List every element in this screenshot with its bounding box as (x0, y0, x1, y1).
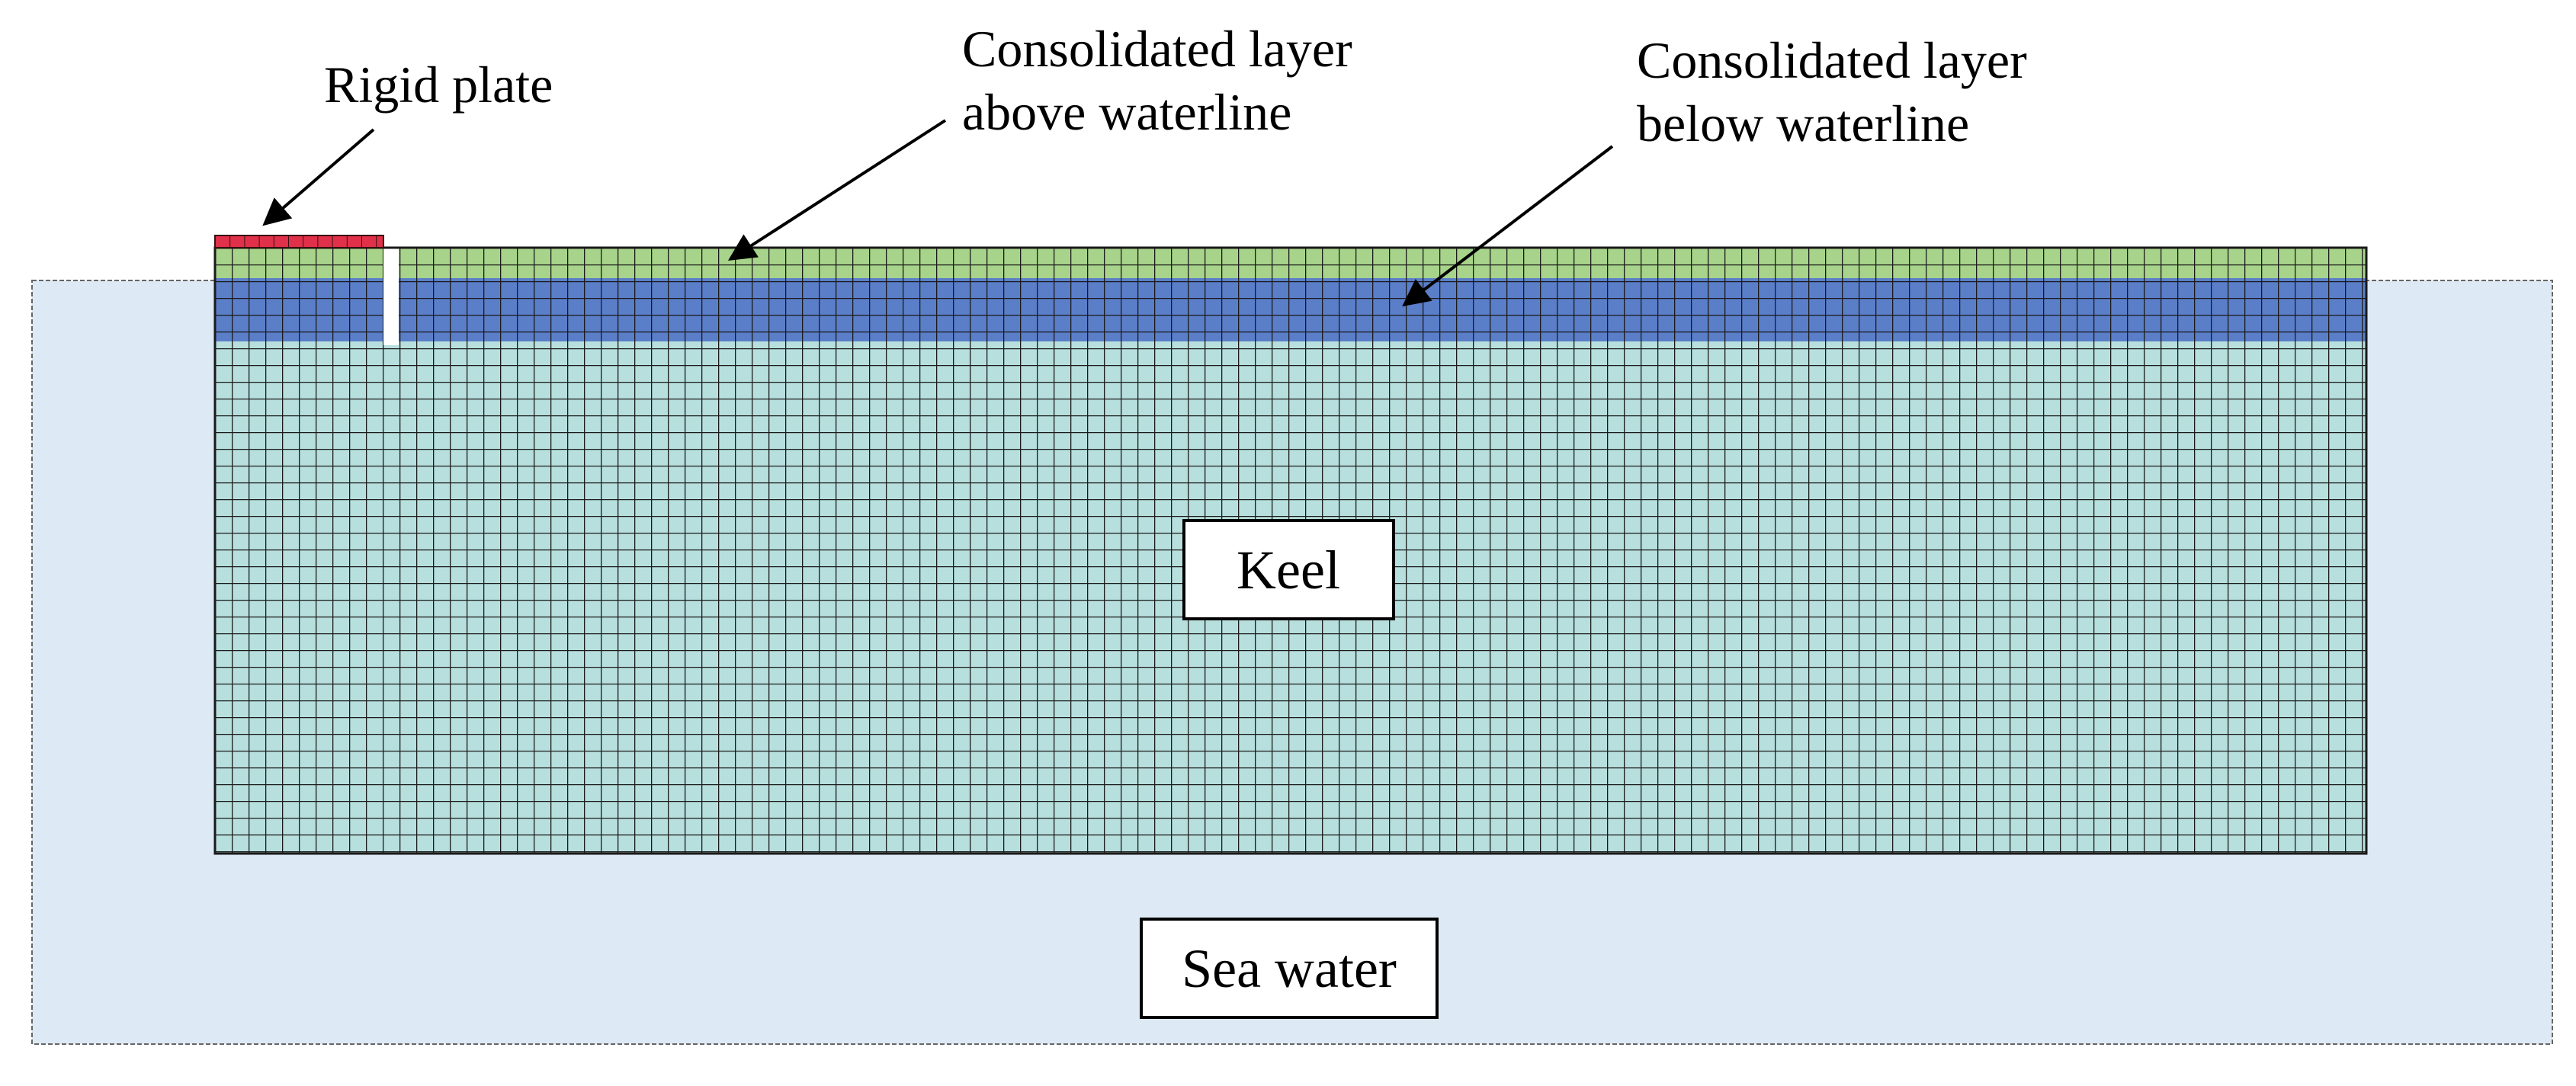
sea-water-label-box (1140, 918, 1439, 1019)
rigid-plate-arrow (262, 128, 375, 226)
below-waterline-label-line1: Consolidated layer (1637, 31, 2027, 89)
sea-water-label: Sea water (1182, 938, 1397, 999)
cut-gap (383, 248, 399, 345)
above-waterline-arrow (727, 119, 947, 261)
body-outline (213, 246, 2368, 855)
keel-label: Keel (1237, 540, 1340, 601)
below-waterline-label-line2: below waterline (1637, 95, 1969, 152)
above-waterline-label-line1: Consolidated layer (962, 20, 1352, 78)
rigid-plate-label: Rigid plate (324, 56, 553, 114)
below-waterline-arrow (1402, 145, 1614, 307)
above-waterline-label-line2: above waterline (962, 83, 1291, 141)
rigid-plate-cells (215, 235, 383, 248)
keel-label-box (1182, 519, 1395, 620)
